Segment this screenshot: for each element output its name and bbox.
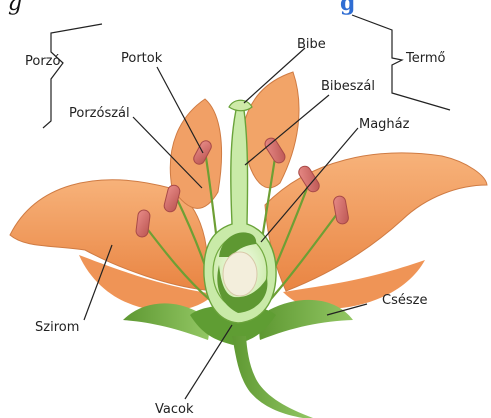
ovule xyxy=(223,252,257,296)
label-csesze: Csésze xyxy=(382,293,427,308)
label-portok: Portok xyxy=(121,51,163,66)
header-fragment-blue: g xyxy=(340,0,355,16)
label-bibe: Bibe xyxy=(297,37,326,52)
label-porzo: Porzó xyxy=(25,54,60,69)
header-fragment-left: g xyxy=(8,0,22,16)
upper-right-petal xyxy=(242,72,299,188)
right-petal xyxy=(265,153,487,291)
label-szirom: Szirom xyxy=(35,320,79,335)
label-bibeszal: Bibeszál xyxy=(321,79,375,94)
label-termo: Termő xyxy=(405,51,446,66)
label-vacok: Vacok xyxy=(155,402,194,417)
label-porzoszal: Porzószál xyxy=(69,106,130,121)
stigma xyxy=(229,100,252,111)
label-maghaz: Magház xyxy=(359,117,410,132)
stem xyxy=(232,336,313,418)
